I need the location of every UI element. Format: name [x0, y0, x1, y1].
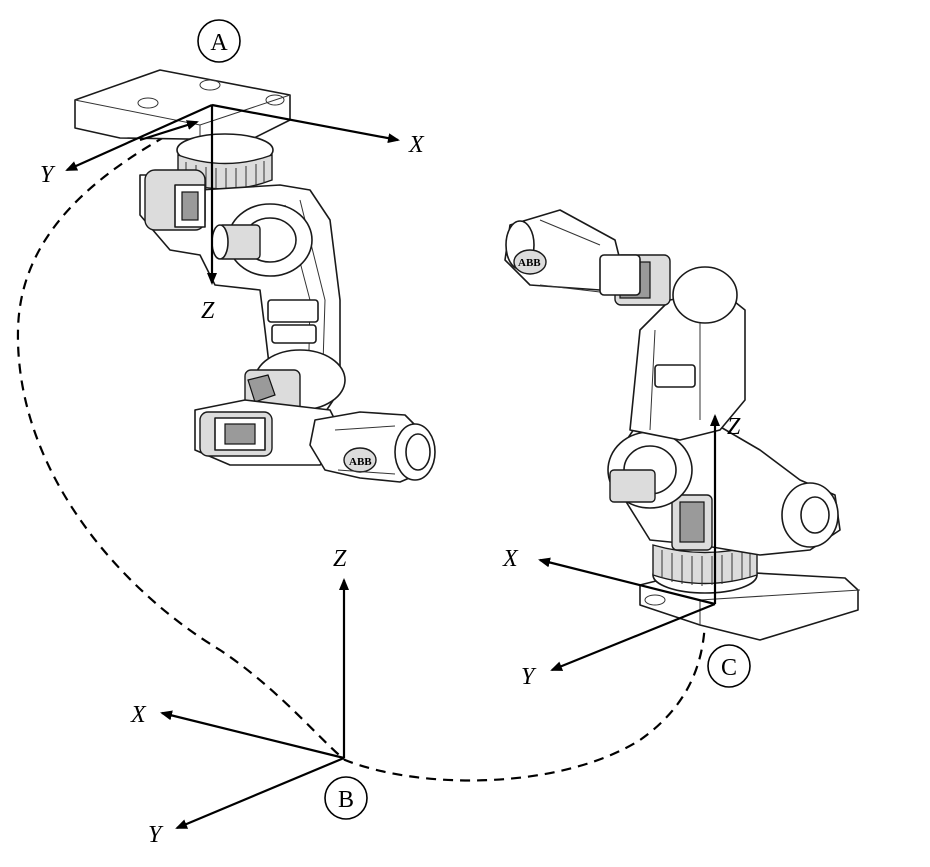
frame-a-y-label: Y	[40, 162, 56, 188]
robot-a: ABB	[74, 69, 436, 483]
frame-a-connector	[139, 120, 199, 142]
frame-b-y-label: Y	[148, 822, 164, 848]
frame-c-y-label: Y	[521, 664, 537, 690]
robot-a-logo: ABB	[349, 456, 372, 468]
frame-b-x-label: X	[130, 702, 147, 728]
robot-c: ABB	[504, 209, 861, 641]
robot-c-logo: ABB	[518, 257, 541, 269]
frame-b: X Y Z B	[130, 546, 368, 848]
frame-a-y-axis	[65, 103, 213, 172]
frame-b-y-axis	[175, 756, 345, 830]
frame-a-z-label: Z	[201, 298, 215, 324]
frame-c-x-label: X	[502, 546, 519, 572]
frame-a-marker	[197, 19, 241, 63]
frame-b-z-label: Z	[333, 546, 347, 572]
frame-a: X Y Z A	[40, 19, 425, 324]
frame-a-x-label: X	[408, 132, 425, 158]
frame-b-marker	[324, 776, 368, 820]
frame-b-marker-label: B	[338, 787, 354, 813]
frame-c-x-axis	[538, 557, 716, 606]
frame-b-x-axis	[160, 710, 345, 760]
frame-c: X Y Z C	[502, 414, 751, 690]
trajectory-path	[16, 119, 707, 782]
frame-c-marker	[707, 644, 751, 688]
frame-a-marker-label: A	[210, 30, 228, 56]
frame-c-z-label: Z	[727, 414, 741, 440]
frame-c-marker-label: C	[721, 655, 737, 681]
frame-c-y-axis	[550, 602, 716, 672]
frame-a-x-axis	[211, 103, 400, 144]
